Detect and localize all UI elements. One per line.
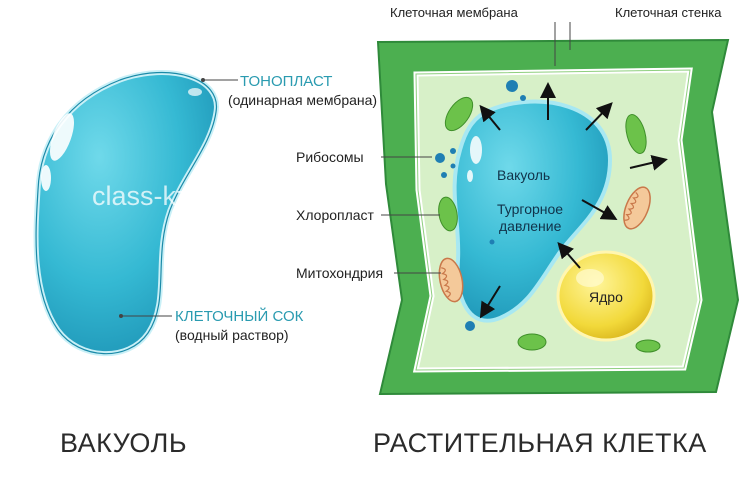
label-turgor-line1: Тургорное	[497, 201, 563, 217]
cell-vacuole	[452, 99, 613, 323]
vacuole-illustration	[33, 70, 219, 357]
mitochondrion	[438, 257, 464, 303]
mitochondrion	[623, 186, 651, 230]
caption-vacuole: ВАКУОЛЬ	[60, 428, 188, 458]
label-ribosomes: Рибосомы	[296, 149, 364, 165]
label-tonoplast: ТОНОПЛАСТ	[240, 73, 332, 90]
label-cell-membrane: Клеточная мембрана	[390, 5, 519, 20]
chloroplast	[444, 96, 474, 132]
plant-cell-illustration	[376, 38, 740, 396]
chloroplast	[625, 114, 647, 154]
highlight	[188, 88, 202, 96]
turgor-arrows	[479, 82, 668, 319]
chloroplast	[635, 339, 661, 353]
caption-plant-cell: РАСТИТЕЛЬНАЯ КЛЕТКА	[373, 428, 707, 458]
label-cell-sap-sub: (водный раствор)	[175, 327, 289, 343]
watermark-text: class-kz.ru	[92, 181, 222, 211]
label-nucleus: Ядро	[589, 289, 623, 305]
label-chloroplast: Хлоропласт	[296, 207, 375, 223]
label-cell-wall: Клеточная стенка	[615, 5, 722, 20]
highlight	[49, 113, 75, 161]
label-cell-sap: КЛЕТОЧНЫЙ СОК	[175, 307, 304, 325]
label-turgor-line2: давление	[499, 218, 562, 234]
chloroplast	[438, 196, 458, 232]
highlight	[41, 165, 51, 191]
label-mitochondria: Митохондрия	[296, 265, 383, 281]
label-cell-vacuole: Вакуоль	[497, 167, 550, 183]
chloroplast	[517, 333, 547, 351]
ribosomes	[435, 80, 526, 331]
label-tonoplast-sub: (одинарная мембрана)	[228, 92, 377, 108]
